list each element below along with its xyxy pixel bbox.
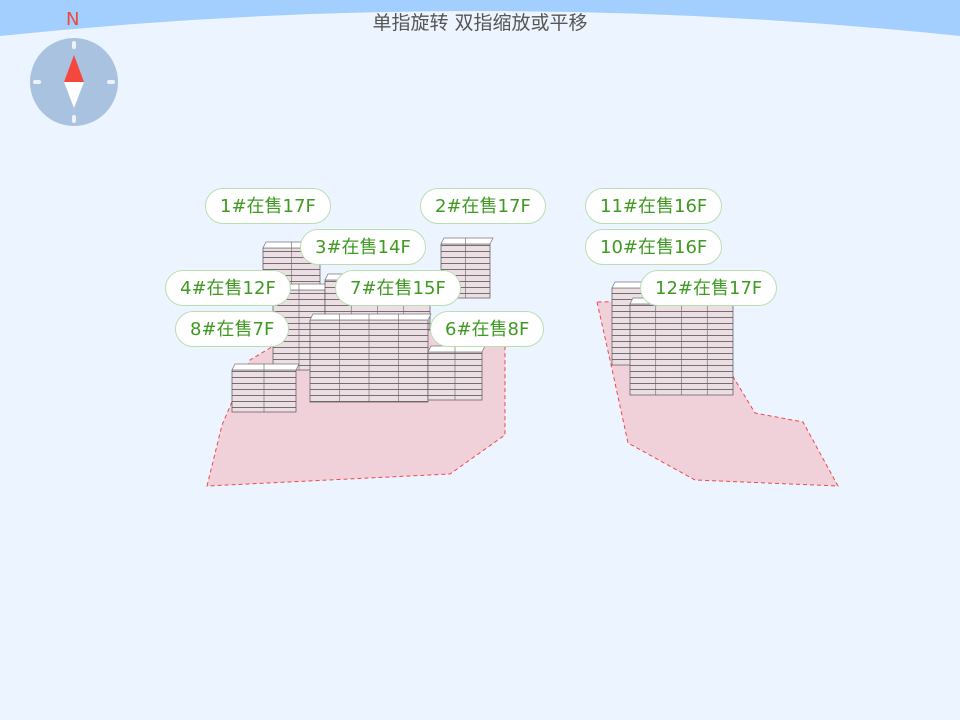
building-label-11[interactable]: 11#在售16F <box>585 188 723 224</box>
building-label-7[interactable]: 7#在售15F <box>335 270 461 306</box>
building-label-1[interactable]: 1#在售17F <box>205 188 331 224</box>
building-label-2[interactable]: 2#在售17F <box>420 188 546 224</box>
building-label-8[interactable]: 8#在售7F <box>175 311 290 347</box>
compass-icon[interactable] <box>30 38 118 126</box>
building-label-10[interactable]: 10#在售16F <box>585 229 723 265</box>
top-banner-arc <box>0 0 960 36</box>
north-label: N <box>66 9 80 30</box>
gesture-hint: 单指旋转 双指缩放或平移 <box>372 12 588 34</box>
building-label-4[interactable]: 4#在售12F <box>165 270 291 306</box>
building-6[interactable] <box>427 345 486 401</box>
building-label-6[interactable]: 6#在售8F <box>430 311 545 347</box>
building-8[interactable] <box>231 363 300 413</box>
building-12[interactable] <box>629 297 737 396</box>
building-label-3[interactable]: 3#在售14F <box>300 229 426 265</box>
building-3[interactable] <box>309 313 432 403</box>
building-label-12[interactable]: 12#在售17F <box>640 270 778 306</box>
